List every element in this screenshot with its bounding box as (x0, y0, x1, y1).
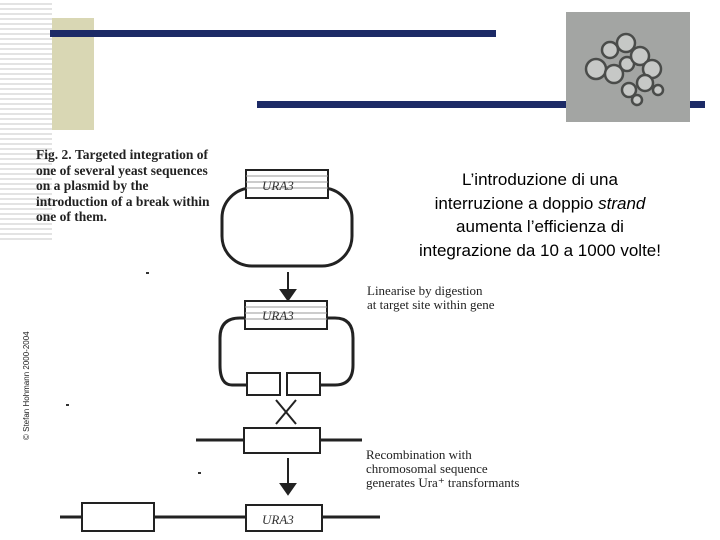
main-text-line-2: interruzione a doppio strand (434, 193, 646, 213)
plasmid-circle (220, 186, 354, 268)
main-text-line-1: L’introduzione di una (462, 170, 618, 189)
chromosome-gene-left (81, 502, 155, 532)
ura3-label-1: URA3 (262, 178, 294, 193)
ura3-label-3: URA3 (262, 512, 294, 527)
ura3-box-2 (244, 300, 328, 330)
chromosomal-target (243, 427, 321, 454)
arrow-down-icon (279, 483, 297, 496)
main-text-line-3: aumenta l’efficienza di (456, 217, 624, 236)
hatched-decoration (0, 0, 52, 240)
slide-main-text: L’introduzione di una interruzione a dop… (375, 168, 705, 262)
gene-fragment-right (286, 372, 321, 396)
ura3-box-3 (245, 504, 323, 532)
linearise-label: Linearise by digestion at target site wi… (367, 283, 495, 312)
gene-fragment-left (246, 372, 281, 396)
top-accent-bar (50, 30, 496, 37)
ura3-label-2: URA3 (262, 308, 294, 323)
middle-accent-bar (257, 101, 705, 108)
yeast-cells-micrograph-icon (566, 12, 690, 122)
figure-caption: Fig. 2. Targeted integration of one of s… (36, 147, 211, 225)
strand-word: strand (598, 193, 646, 213)
figure-caption-text: Targeted integration of one of several y… (36, 147, 210, 225)
figure-number: Fig. 2. (36, 147, 72, 162)
recombination-label: Recombination with chromosomal sequence … (366, 447, 520, 490)
main-text-line-4: integrazione da 10 a 1000 volte! (419, 240, 661, 260)
ura3-box (245, 169, 329, 199)
arrow-down-icon (279, 289, 297, 302)
